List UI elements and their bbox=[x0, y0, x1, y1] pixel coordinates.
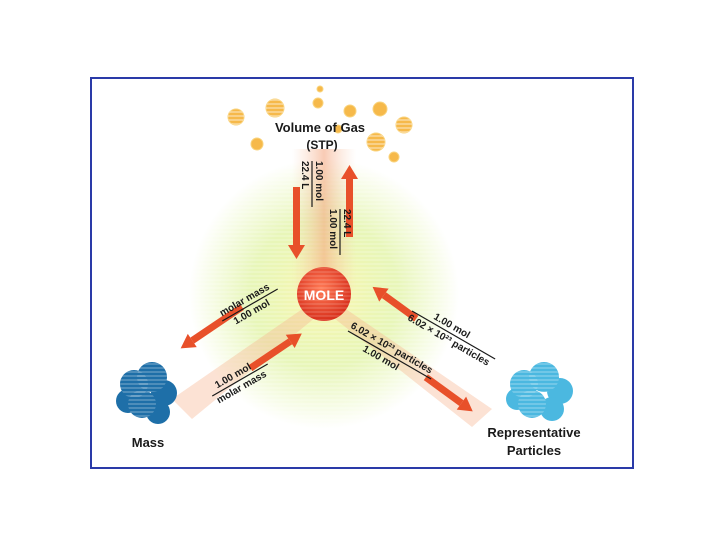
gas-subtitle: (STP) bbox=[306, 138, 337, 152]
mole-conversion-diagram: MOLE Volume of Gas (STP) 1.00 mol 22.4 L… bbox=[116, 85, 581, 458]
svg-text:1.00 mol: 1.00 mol bbox=[327, 209, 338, 249]
svg-text:22.4 L: 22.4 L bbox=[341, 209, 352, 237]
diagram-frame: MOLE Volume of Gas (STP) 1.00 mol 22.4 L… bbox=[90, 77, 634, 469]
particles-label-line2: Particles bbox=[507, 443, 561, 458]
particles-label-line1: Representative bbox=[487, 425, 580, 440]
gas-up-factor: 22.4 L 1.00 mol bbox=[327, 209, 352, 255]
gas-title: Volume of Gas bbox=[275, 120, 365, 135]
svg-text:22.4 L: 22.4 L bbox=[299, 161, 310, 189]
mole-label: MOLE bbox=[304, 287, 344, 303]
svg-text:1.00 mol: 1.00 mol bbox=[313, 161, 324, 201]
mass-label: Mass bbox=[132, 435, 165, 450]
gas-down-factor: 1.00 mol 22.4 L bbox=[299, 161, 324, 207]
arrows bbox=[180, 165, 473, 412]
